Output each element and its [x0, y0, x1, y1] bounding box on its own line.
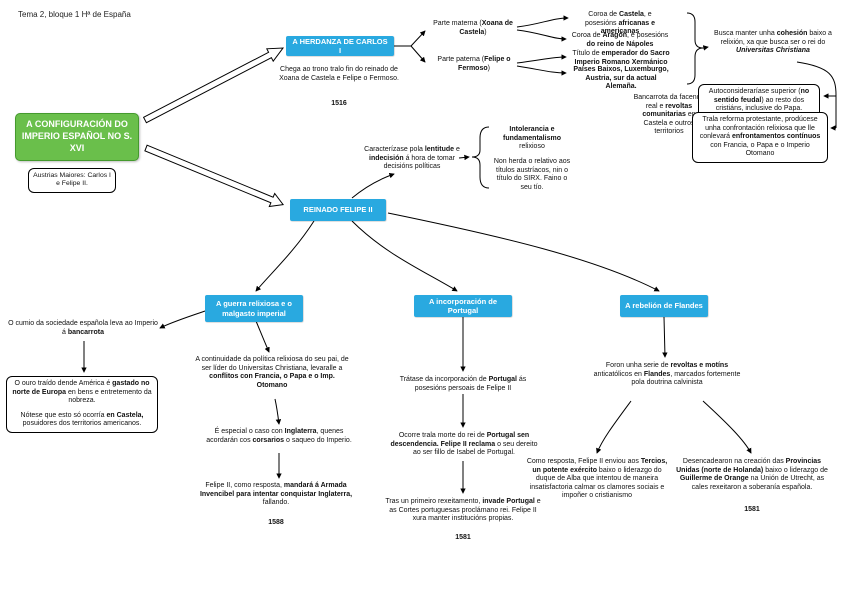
- cohesion-note: Busca manter unha cohesión baixo a relix…: [714, 30, 832, 55]
- connector-reinado-caracter: [351, 172, 395, 199]
- connector-reinado-flandes: [387, 212, 660, 292]
- coroa-aragon: Coroa de Aragón, e posesións do reino de…: [571, 32, 669, 48]
- connector-materna-castela: [516, 15, 569, 28]
- connector-paterna-paises: [516, 65, 567, 76]
- superior-box: Autoconsideraríase superior (no sentido …: [698, 84, 820, 118]
- herdanza-note: Chega ao trono tralo fin do reinado de X…: [279, 66, 399, 82]
- foron-note: Foron unha serie de revoltas e motíns an…: [593, 362, 741, 387]
- armada-year: 1588: [268, 519, 284, 526]
- ouro-text: O ouro traído dende América é gastado no…: [12, 380, 152, 405]
- parte-paterna: Parte paterna (Felipe o Fermoso): [437, 56, 511, 72]
- page-header: Tema 2, bloque 1 Hª de España: [18, 10, 131, 19]
- connector-herdanza-paterna: [410, 45, 426, 63]
- connector-herdanza-materna: [410, 30, 426, 47]
- connector-reinado-portugal: [351, 220, 458, 292]
- connector-continuidade-inglaterra: [274, 398, 282, 425]
- invade-note: Tras un primeiro rexeitamento, invade Po…: [385, 498, 541, 523]
- caracterizase-note: Caracterízase pola lentitude e indecisió…: [364, 146, 460, 171]
- ocorre-note: Ocorre trala morte do rei de Portugal se…: [390, 432, 538, 457]
- connector-guerra-continuidade: [255, 320, 270, 353]
- parte-materna: Parte materna (Xoana de Castela): [433, 20, 513, 36]
- connector-caracter-brace: [458, 154, 470, 161]
- root-node: A CONFIGURACIÓN DO IMPERIO ESPAÑOL NO S.…: [15, 113, 139, 161]
- flandes-node: A rebelión de Flandes: [620, 295, 708, 317]
- tercios-note: Como resposta, Felipe II enviou aos Terc…: [526, 458, 668, 500]
- tratase-note: Trátase da incorporación de Portugal ás …: [399, 376, 527, 392]
- herdanza-node: A HERDANZA DE CARLOS I: [286, 36, 394, 56]
- connector-reinado-guerra: [255, 220, 315, 292]
- ouro-nota-text: Nótese que esto só ocorría en Castela, p…: [20, 411, 144, 428]
- non-herda-note: Non herda o relativo aos títulos austría…: [493, 158, 571, 191]
- coroa-castela: Coroa de Castela, e posesións africanas …: [584, 11, 656, 36]
- flandes-year: 1581: [744, 506, 760, 513]
- connector-paterna-emperador: [516, 54, 567, 64]
- ouro-box: O ouro traído dende América é gastado no…: [6, 376, 158, 433]
- portugal-year: 1581: [455, 534, 471, 541]
- reforma-box: Trala reforma protestante, prodúcese unh…: [692, 112, 828, 163]
- connector-brace-cohesion: [702, 45, 709, 51]
- provincias-note: Desencadearon na creación das Provincias…: [676, 458, 828, 491]
- arrow-root-to-reinado: [144, 144, 285, 208]
- brace-herdanza-group: [686, 12, 704, 85]
- connector-cohesion-down: [796, 61, 837, 128]
- austrias-note: Austrias Maiores: Carlos I e Felipe II.: [28, 168, 116, 193]
- intolerancia-note: Intolerancia e fundamentalismo relixioso: [503, 126, 561, 151]
- brace-reinado-traits: [471, 126, 490, 189]
- connector-materna-aragon: [516, 29, 567, 42]
- connector-guerra-cumio: [159, 310, 206, 329]
- bancarrota-note: Bancarrota da facenda real e revoltas co…: [633, 94, 705, 136]
- armada-note: Felipe II, como resposta, mandará á Arma…: [199, 482, 353, 507]
- reinado-node: REINADO FELIPE II: [290, 199, 386, 221]
- portugal-node: A incorporación de Portugal: [414, 295, 512, 317]
- connector-foron-provincias: [702, 400, 752, 454]
- continuidade-note: A continuidade da política relixiosa do …: [195, 356, 349, 389]
- inglaterra-note: É especial o caso con Inglaterra, quenes…: [206, 428, 352, 444]
- connector-foron-tercios: [596, 400, 632, 454]
- herdanza-year: 1516: [331, 100, 347, 107]
- titulo-emperador: Título de emperador do Sacro Imperio Rom…: [572, 50, 670, 66]
- paises-baixos: Países Baixos, Luxemburgo, Austria, sur …: [573, 66, 669, 91]
- guerra-node: A guerra relixiosa e o malgasto imperial: [205, 295, 303, 322]
- arrow-root-to-herdanza: [142, 47, 285, 124]
- cumio-note: O cumio da sociedade española leva ao Im…: [8, 320, 158, 336]
- connector-flandes-foron: [662, 316, 668, 358]
